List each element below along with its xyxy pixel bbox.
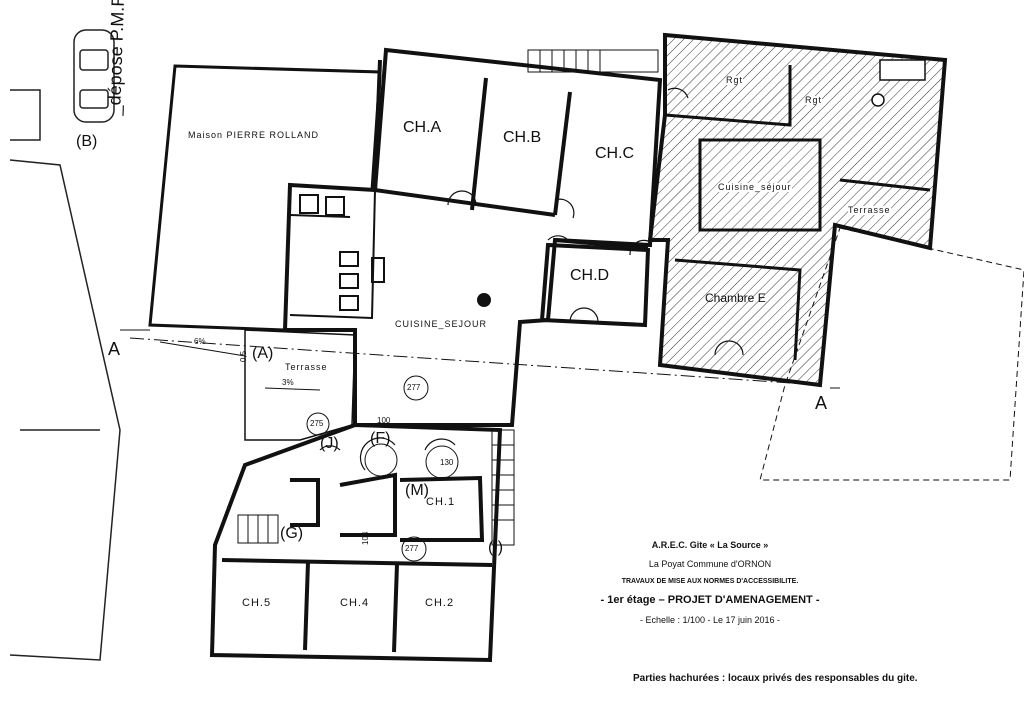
dim-104-label: 104 bbox=[361, 531, 370, 545]
mark-a-label: (A) bbox=[252, 345, 274, 362]
title-place: La Poyat Commune d'ORNON bbox=[648, 559, 772, 569]
car-icon bbox=[73, 29, 115, 123]
door-swings bbox=[319, 87, 744, 471]
sanitary-block bbox=[289, 184, 385, 320]
ch-c-label: CH.C bbox=[595, 145, 635, 162]
terrasse-private-label: Terrasse bbox=[848, 205, 891, 215]
dim-130-label: 130 bbox=[440, 458, 454, 467]
ch-1-label: CH.1 bbox=[426, 496, 456, 508]
title-scale: - Echelle : 1/100 - Le 17 juin 2016 - bbox=[639, 615, 781, 625]
title-floor: - 1er étage – PROJET D'AMENAGEMENT - bbox=[600, 594, 820, 606]
private-rooms bbox=[647, 32, 948, 388]
title-org: A.R.E.C. Gite « La Source » bbox=[651, 540, 769, 550]
ch-d-label: CH.D bbox=[570, 267, 610, 284]
dim-100-label: 100 bbox=[377, 416, 391, 425]
mark-i-label: (I) bbox=[488, 539, 504, 556]
mark-g-label: (G) bbox=[280, 525, 304, 542]
ch-e-label: Chambre E bbox=[705, 291, 766, 305]
dimension-circles bbox=[306, 375, 459, 562]
dim-05-label: 0,5 bbox=[239, 350, 248, 362]
dim-277-b-label: 277 bbox=[405, 544, 419, 553]
terrasse-a bbox=[244, 329, 356, 441]
ch-4-label: CH.4 bbox=[340, 597, 370, 609]
title-block: A.R.E.C. Gite « La Source » La Poyat Com… bbox=[590, 540, 830, 634]
legend: Parties hachurées : locaux privés des re… bbox=[633, 673, 918, 684]
section-line bbox=[120, 329, 840, 389]
mark-m-label: (M) bbox=[405, 482, 429, 499]
maison-pierre-rolland bbox=[148, 64, 382, 332]
ch-b-label: CH.B bbox=[503, 129, 542, 146]
cuisine-sejour-label: CUISINE_SEJOUR bbox=[395, 319, 488, 329]
slope-3-label: 3% bbox=[282, 378, 294, 387]
dim-277-a-label: 277 bbox=[407, 383, 421, 392]
rgt-1-label: Rgt bbox=[726, 75, 744, 85]
rgt-2-label: Rgt bbox=[805, 95, 823, 105]
slope-6-label: 6% bbox=[194, 337, 206, 346]
public-rooms bbox=[282, 47, 663, 427]
cuisine-sejour-private-label: Cuisine_séjour bbox=[718, 182, 792, 192]
car-b-label: (B) bbox=[76, 133, 98, 150]
ch-2-label: CH.2 bbox=[425, 597, 455, 609]
ch-a-label: CH.A bbox=[403, 119, 442, 136]
terrasse-label: Terrasse bbox=[285, 362, 328, 372]
lower-rooms bbox=[209, 422, 503, 663]
neighbour-building bbox=[9, 89, 121, 661]
mark-f-label: (F) bbox=[370, 430, 391, 447]
future-extension-outline bbox=[759, 227, 1024, 481]
depose-pmr-label: _dépose P.M.R. bbox=[104, 0, 129, 116]
slope-arrows bbox=[159, 341, 321, 391]
column-icon bbox=[477, 293, 491, 307]
staircases bbox=[237, 49, 659, 546]
section-a-left-label: A bbox=[108, 339, 121, 359]
section-a-right-label: A bbox=[815, 393, 828, 413]
dim-275-label: 275 bbox=[310, 419, 324, 428]
mark-j-label: (J) bbox=[320, 435, 339, 452]
title-works: TRAVAUX DE MISE AUX NORMES D'ACCESSIBILI… bbox=[621, 578, 799, 585]
maison-label: Maison PIERRE ROLLAND bbox=[188, 130, 320, 140]
ch-5-label: CH.5 bbox=[242, 597, 272, 609]
